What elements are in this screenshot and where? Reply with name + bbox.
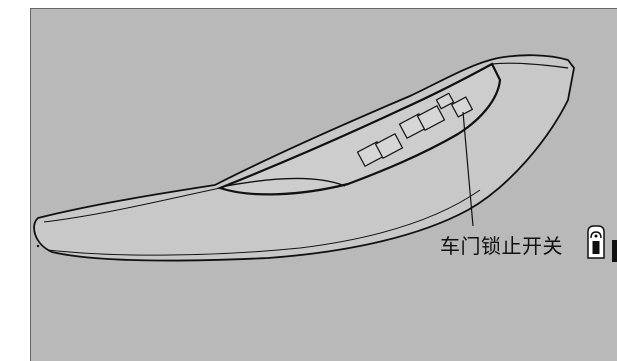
- small-mark: [36, 244, 40, 248]
- switch-plate-rim: [225, 177, 346, 187]
- switch-plate: [216, 62, 502, 196]
- partial-icon-edge: [612, 240, 617, 262]
- armrest-inner-edge: [43, 185, 231, 223]
- callout-leader-line: [462, 111, 474, 227]
- armrest-top-ridge: [491, 62, 569, 69]
- callout-label: 车门锁止开关: [440, 234, 563, 258]
- door-lock-switch-icon: [587, 225, 605, 259]
- window-switch-group: [356, 92, 474, 168]
- armrest-lower-edge: [47, 189, 481, 256]
